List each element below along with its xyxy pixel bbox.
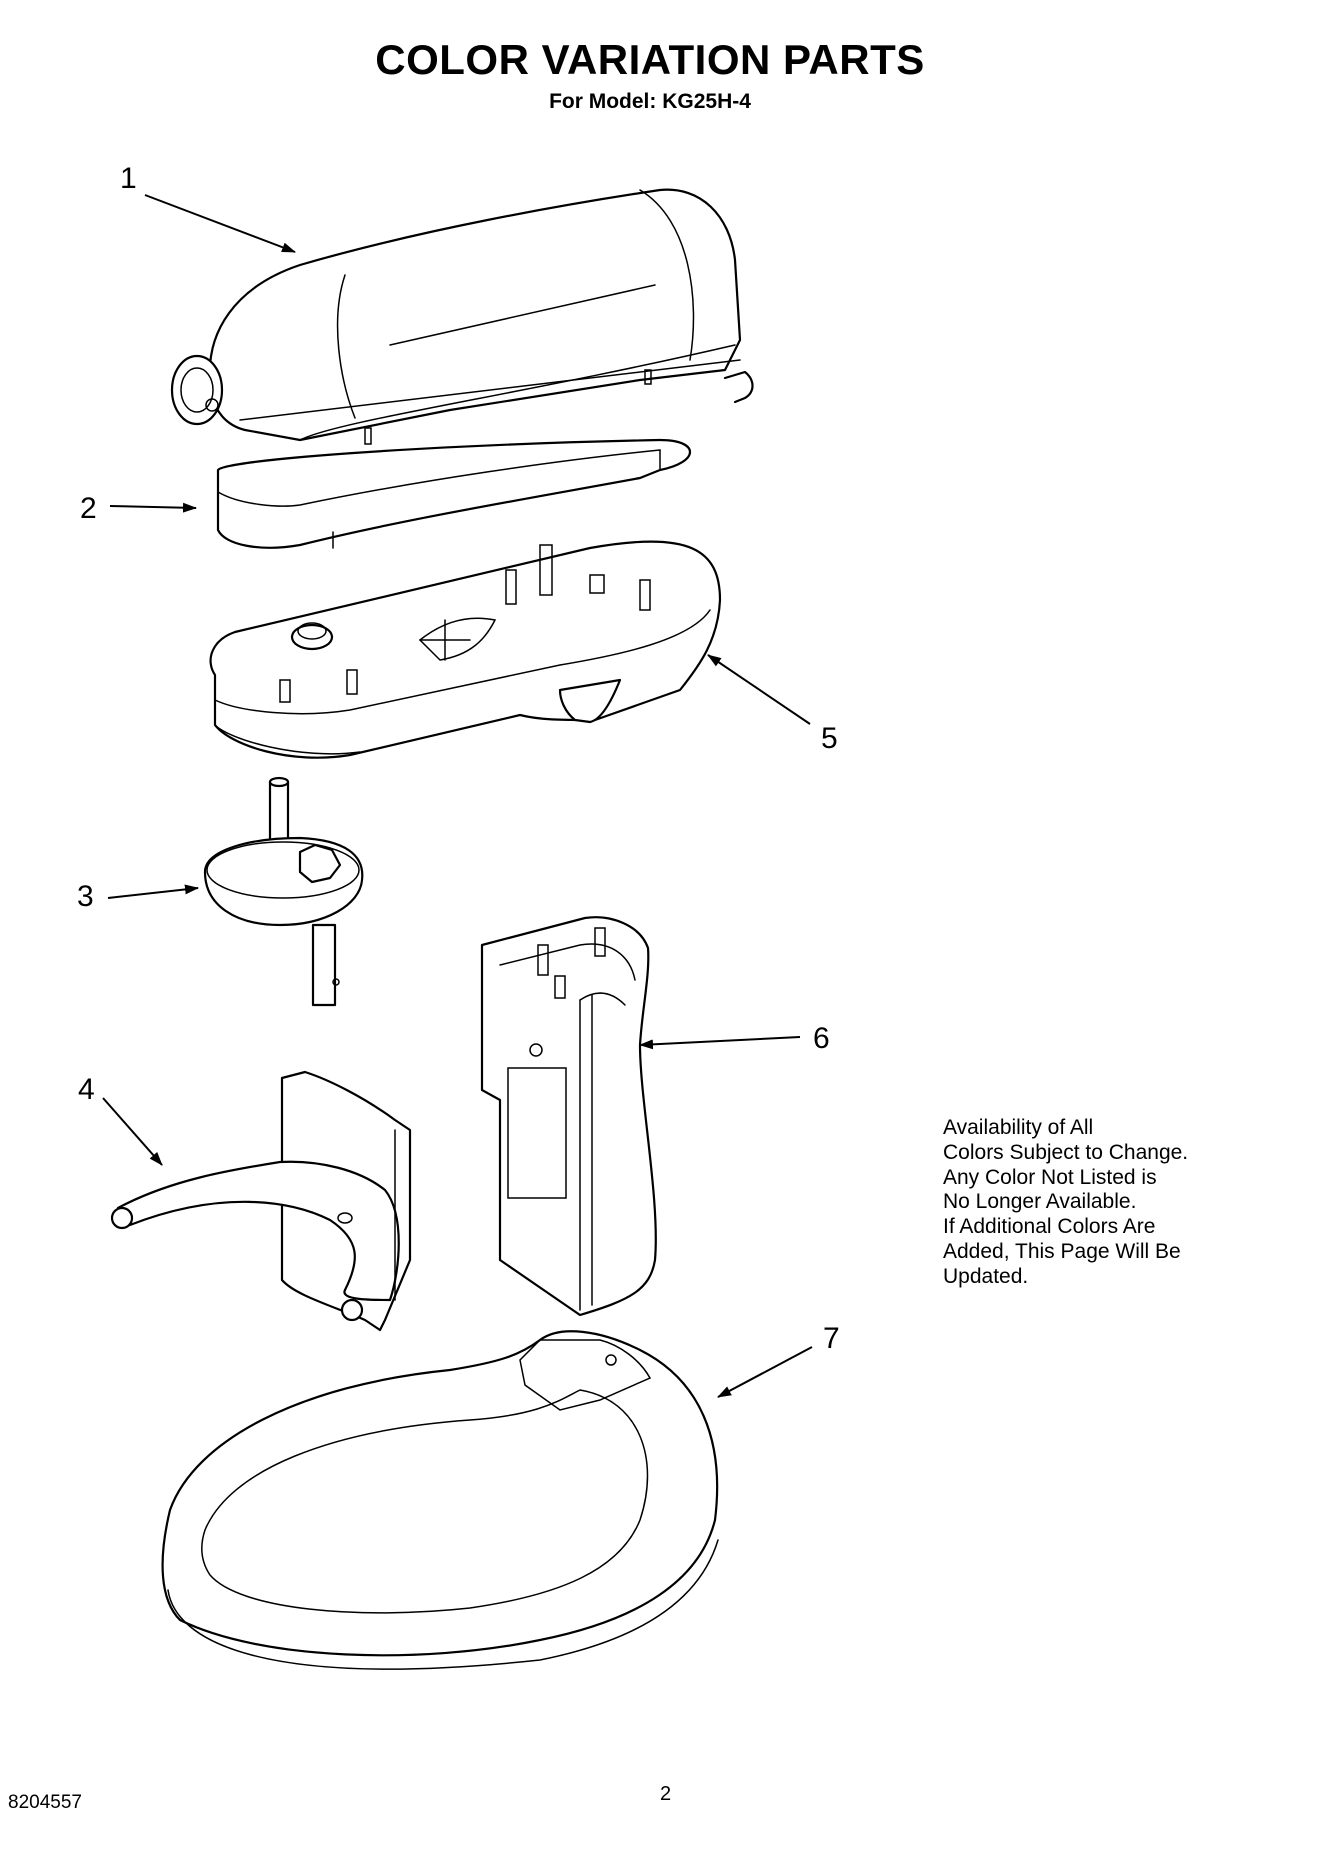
leader-line-1 — [144, 194, 296, 253]
callout-1: 1 — [120, 162, 137, 195]
leader-line-3 — [107, 884, 199, 899]
note-line: If Additional Colors Are — [943, 1215, 1156, 1239]
callout-4: 4 — [78, 1073, 95, 1106]
availability-note: Availability of All Colors Subject to Ch… — [943, 1116, 1273, 1290]
leader-line-7 — [717, 1346, 813, 1398]
part-7-base — [161, 1330, 719, 1670]
document-number: 8204557 — [8, 1792, 82, 1813]
note-line: Updated. — [943, 1264, 1029, 1288]
note-line: Colors Subject to Change. — [943, 1140, 1189, 1164]
callout-7: 7 — [823, 1322, 840, 1355]
note-line: Any Color Not Listed is — [943, 1165, 1157, 1189]
leader-line-6 — [639, 1036, 801, 1050]
part-2-trim-band — [216, 438, 691, 549]
note-line: No Longer Available. — [943, 1190, 1137, 1214]
leader-line-5 — [707, 654, 811, 725]
part-5-gear-housing — [209, 540, 722, 759]
page-title: COLOR VARIATION PARTS — [375, 36, 925, 83]
leader-line-4 — [102, 1097, 163, 1166]
leader-lines — [102, 194, 813, 1398]
model-subtitle: For Model: KG25H-4 — [549, 90, 751, 113]
part-1-head-cover — [170, 188, 754, 445]
note-line: Availability of All — [943, 1116, 1094, 1139]
callout-6: 6 — [813, 1022, 830, 1055]
callout-2: 2 — [80, 492, 97, 525]
part-4-hinge-bracket — [110, 1070, 412, 1332]
part-3-planetary-assembly — [203, 776, 364, 1007]
note-line: Added, This Page Will Be — [943, 1239, 1181, 1263]
part-6-pedestal-column — [480, 916, 657, 1317]
leader-line-2 — [109, 502, 197, 513]
callout-3: 3 — [77, 880, 94, 913]
callout-5: 5 — [821, 722, 838, 755]
page-number: 2 — [660, 1783, 672, 1805]
